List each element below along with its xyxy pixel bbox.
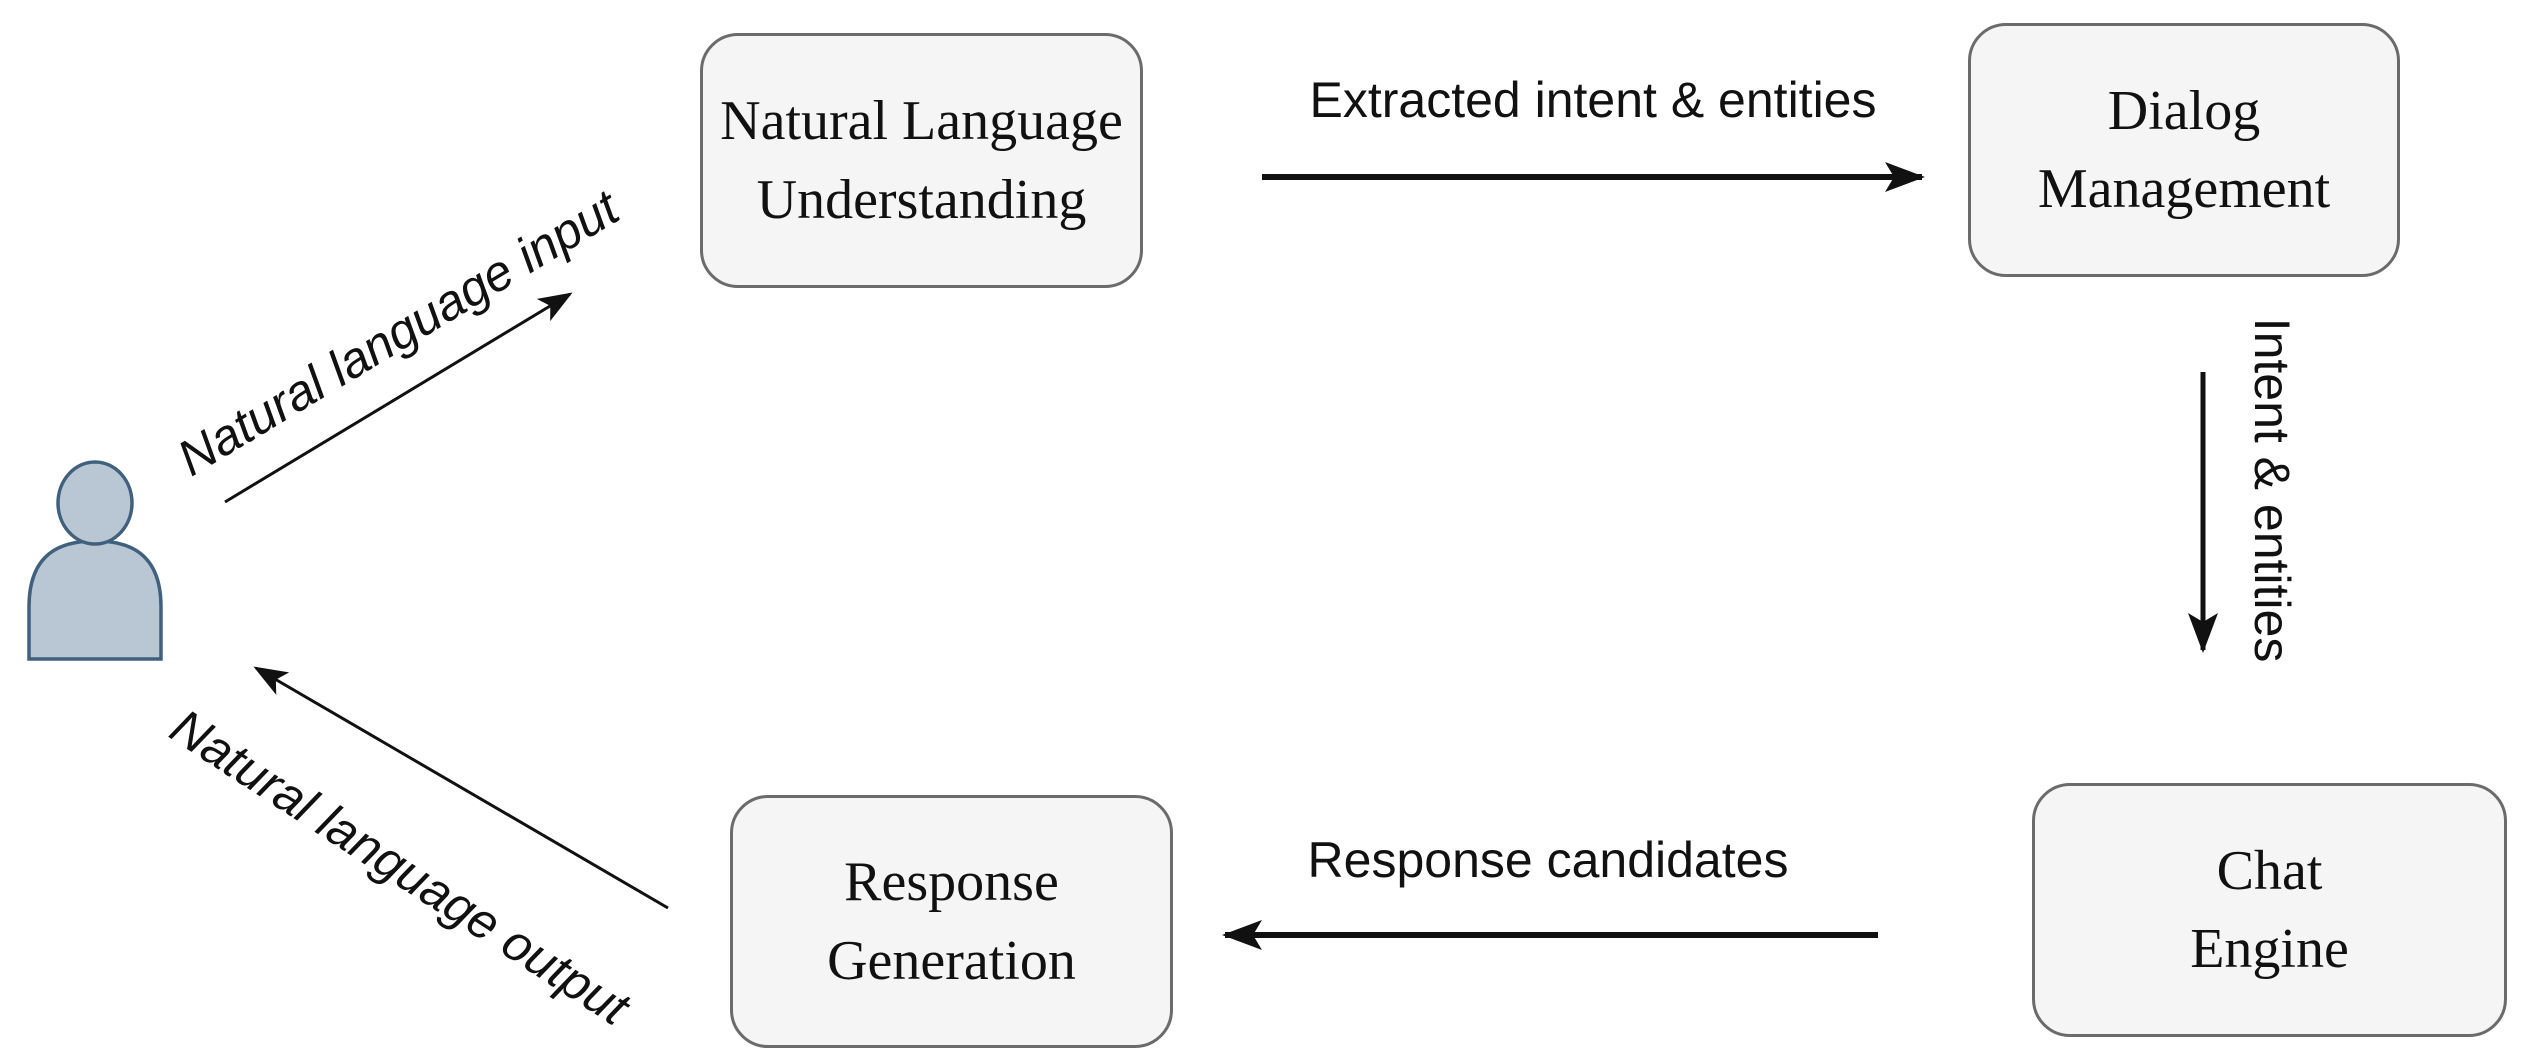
edge-natural-language-output-arrow (253, 666, 669, 910)
edge-label-extracted-intent-entities: Extracted intent & entities (1309, 72, 1877, 128)
node-dialog-management: Dialog Management (1968, 23, 2400, 277)
node-natural-language-understanding: Natural Language Understanding (700, 33, 1143, 288)
edge-label-intent-entities: Intent & entities (2244, 317, 2300, 663)
edge-natural-language-input-arrow (224, 292, 573, 504)
node-response-generation: Response Generation (730, 795, 1173, 1048)
person-head-shape (56, 460, 134, 546)
person-body-shape (27, 539, 163, 661)
edge-label-response-candidates: Response candidates (1307, 832, 1789, 888)
person-icon (27, 460, 163, 661)
node-chat-engine: Chat Engine (2032, 783, 2507, 1037)
